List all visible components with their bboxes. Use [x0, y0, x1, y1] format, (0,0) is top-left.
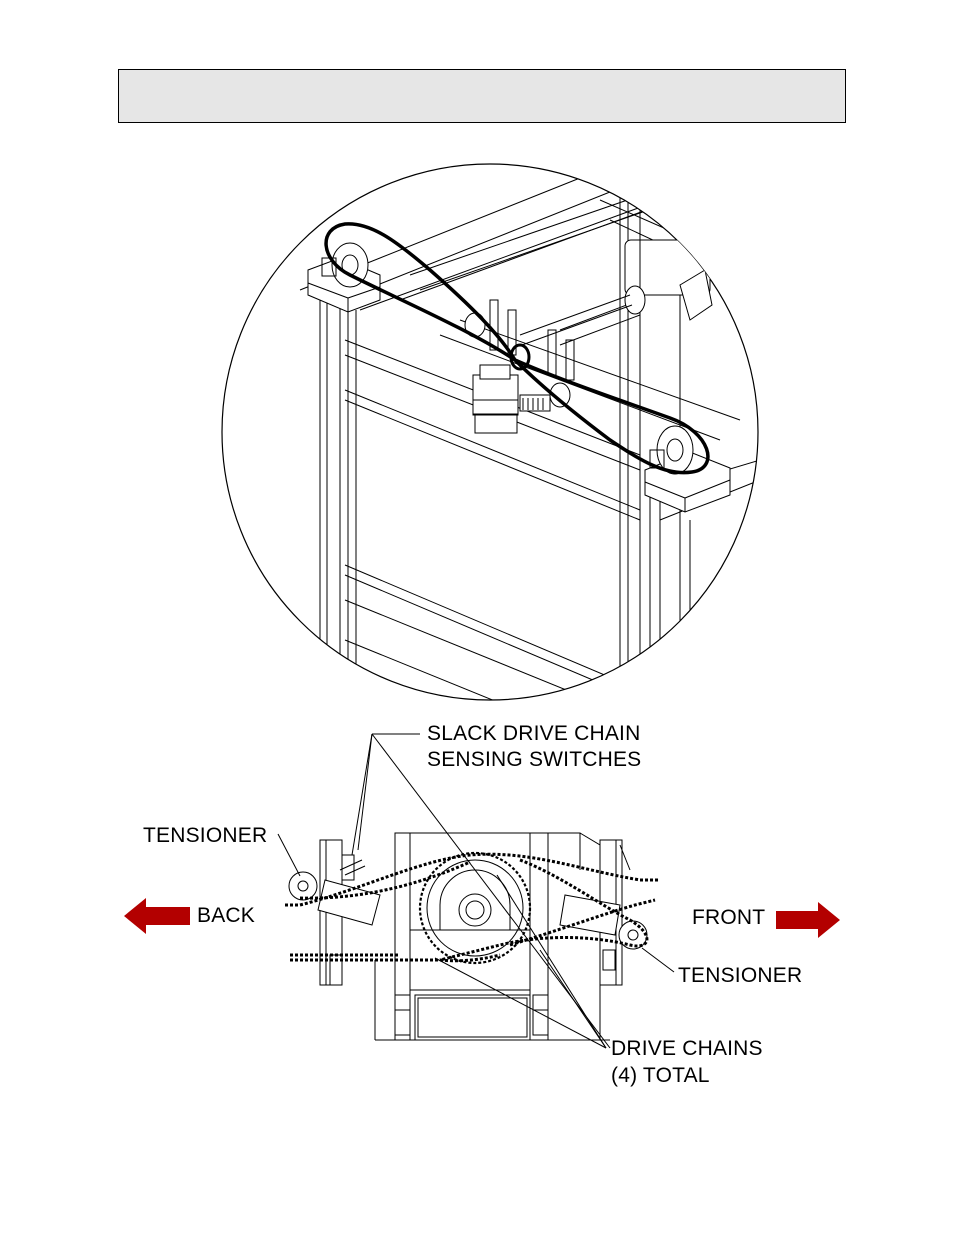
left-tensioner-assembly — [288, 839, 381, 986]
label-front: FRONT — [692, 906, 766, 929]
arrow-left-icon — [124, 898, 190, 934]
label-drive-chains-line2: (4) TOTAL — [611, 1064, 710, 1087]
leader-lines — [277, 733, 675, 1049]
highlighted-chain-loop — [324, 222, 710, 475]
label-drive-chains-line1: DRIVE CHAINS — [611, 1037, 763, 1060]
center-switch-assembly — [464, 299, 575, 434]
right-bearing-block — [644, 425, 731, 513]
label-tensioner-left: TENSIONER — [143, 824, 268, 847]
label-back: BACK — [197, 904, 255, 927]
end-view-drawing — [277, 733, 675, 1049]
housing — [374, 832, 611, 1041]
drive-chains — [285, 852, 660, 963]
main-sprocket — [418, 851, 532, 965]
arrow-right-icon — [776, 902, 840, 938]
header-box — [118, 69, 846, 123]
right-tensioner-assembly — [559, 839, 648, 986]
drive-motor — [519, 239, 713, 346]
label-slack-switch-line1: SLACK DRIVE CHAIN — [427, 722, 641, 745]
detail-circle — [221, 163, 759, 701]
label-tensioner-right: TENSIONER — [678, 964, 803, 987]
label-slack-switch-line2: SENSING SWITCHES — [427, 748, 642, 771]
